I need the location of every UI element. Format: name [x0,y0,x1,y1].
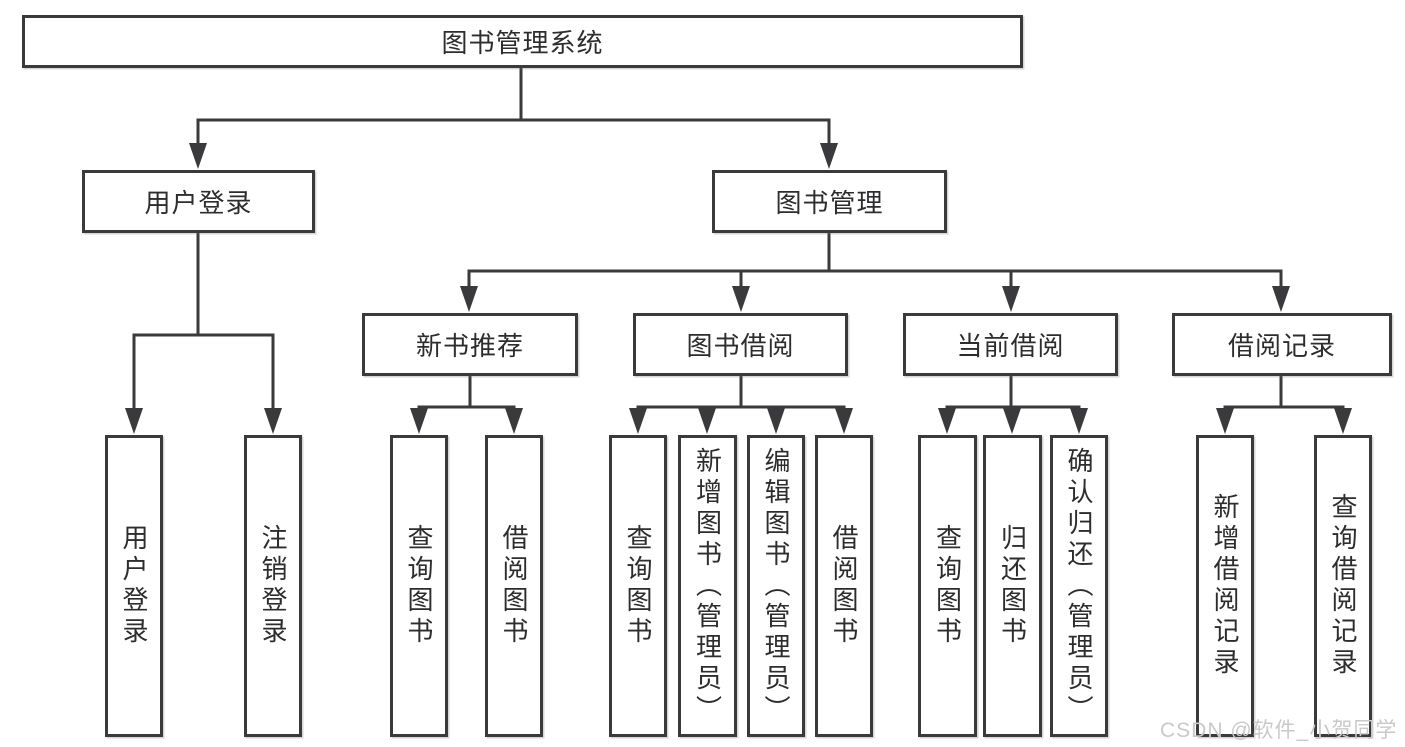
connector-root-to-level2 [189,68,838,169]
node-borrowing-records: 借阅记录 [1172,313,1392,376]
node-label: 注销登录 [258,524,288,648]
leaf-query-books-borrowing: 查询图书 [609,435,667,737]
node-label: 新增借阅记录 [1210,493,1240,679]
leaf-add-borrow-record: 新增借阅记录 [1196,435,1254,737]
node-label: 查询图书 [932,524,963,648]
connector-book-management-children [460,233,1290,312]
node-book-management: 图书管理 [712,170,947,233]
node-library-management-system: 图书管理系统 [22,15,1023,68]
arrowhead-book-management [820,143,838,169]
connector-book-borrowing-children [629,376,853,434]
connector-new-book-recommendation-children [410,376,523,434]
leaf-add-books-admin: 新增图书（管理员） [678,435,737,737]
node-label: 借阅图书 [499,524,529,648]
node-label: 确认归还（管理员） [1064,446,1094,726]
node-book-borrowing: 图书借阅 [633,313,848,376]
node-label: 借阅记录 [1227,331,1336,361]
node-label: 图书管理 [775,188,884,218]
leaf-confirm-return-admin: 确认归还（管理员） [1050,435,1108,737]
node-current-borrowing: 当前借阅 [903,313,1118,376]
leaf-return-books: 归还图书 [983,435,1042,737]
node-label: 新书推荐 [415,331,524,361]
leaf-user-login: 用户登录 [105,435,163,737]
node-label: 用户登录 [144,188,253,218]
node-new-book-recommendation: 新书推荐 [362,313,578,376]
leaf-borrow-books-recommend: 借阅图书 [485,435,543,737]
node-label: 借阅图书 [829,524,859,648]
node-label: 查询图书 [623,524,653,648]
leaf-query-books-current: 查询图书 [918,435,977,737]
node-label: 图书借阅 [686,331,795,361]
arrowhead-user-login [189,143,207,169]
node-user-login: 用户登录 [82,170,315,233]
connector-current-borrowing-children [938,376,1088,434]
leaf-query-borrow-record: 查询借阅记录 [1314,435,1372,737]
node-label: 用户登录 [119,524,149,648]
node-label: 查询借阅记录 [1328,493,1358,679]
connector-user-login-children [125,233,282,434]
node-label: 查询图书 [404,524,434,648]
leaf-borrow-books-borrowing: 借阅图书 [815,435,873,737]
node-label: 编辑图书（管理员） [761,446,791,726]
node-label: 新增图书（管理员） [692,446,723,726]
node-label: 当前借阅 [956,331,1065,361]
watermark: CSDN @软件_小贺同学 [1160,719,1398,742]
node-label: 归还图书 [997,524,1028,648]
leaf-query-books-recommend: 查询图书 [390,435,448,737]
node-label: 图书管理系统 [441,28,604,58]
connector-borrowing-records-children [1216,376,1352,434]
leaf-logout: 注销登录 [244,435,302,737]
leaf-edit-books-admin: 编辑图书（管理员） [747,435,805,737]
